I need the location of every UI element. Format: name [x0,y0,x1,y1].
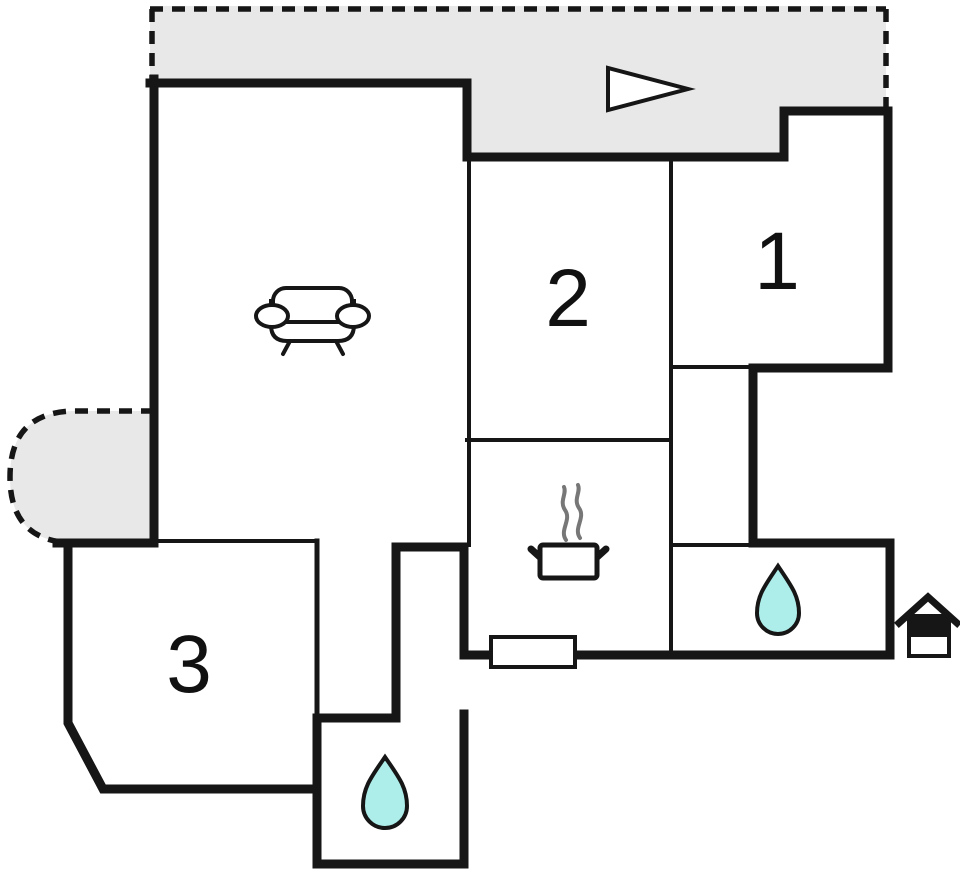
room-label-3: 3 [166,619,212,710]
terrace-area [150,6,886,157]
water-drop-icon [754,562,802,636]
room-label-2: 2 [545,253,591,344]
outer-wall-room3 [63,538,322,794]
house-entrance-icon [894,592,960,658]
direction-arrow-icon [606,65,696,113]
steam-lines [560,483,584,542]
cooking-pot-icon [527,483,610,581]
water-drop-icon [360,753,410,830]
window [489,635,577,669]
outer-wall-main [145,78,895,869]
terrace-dashed-border [149,6,889,108]
sofa-icon [254,286,371,356]
room-label-1: 1 [754,216,800,307]
interior-walls [148,155,757,723]
balcony-area [7,408,157,546]
outer-walls [52,74,895,869]
